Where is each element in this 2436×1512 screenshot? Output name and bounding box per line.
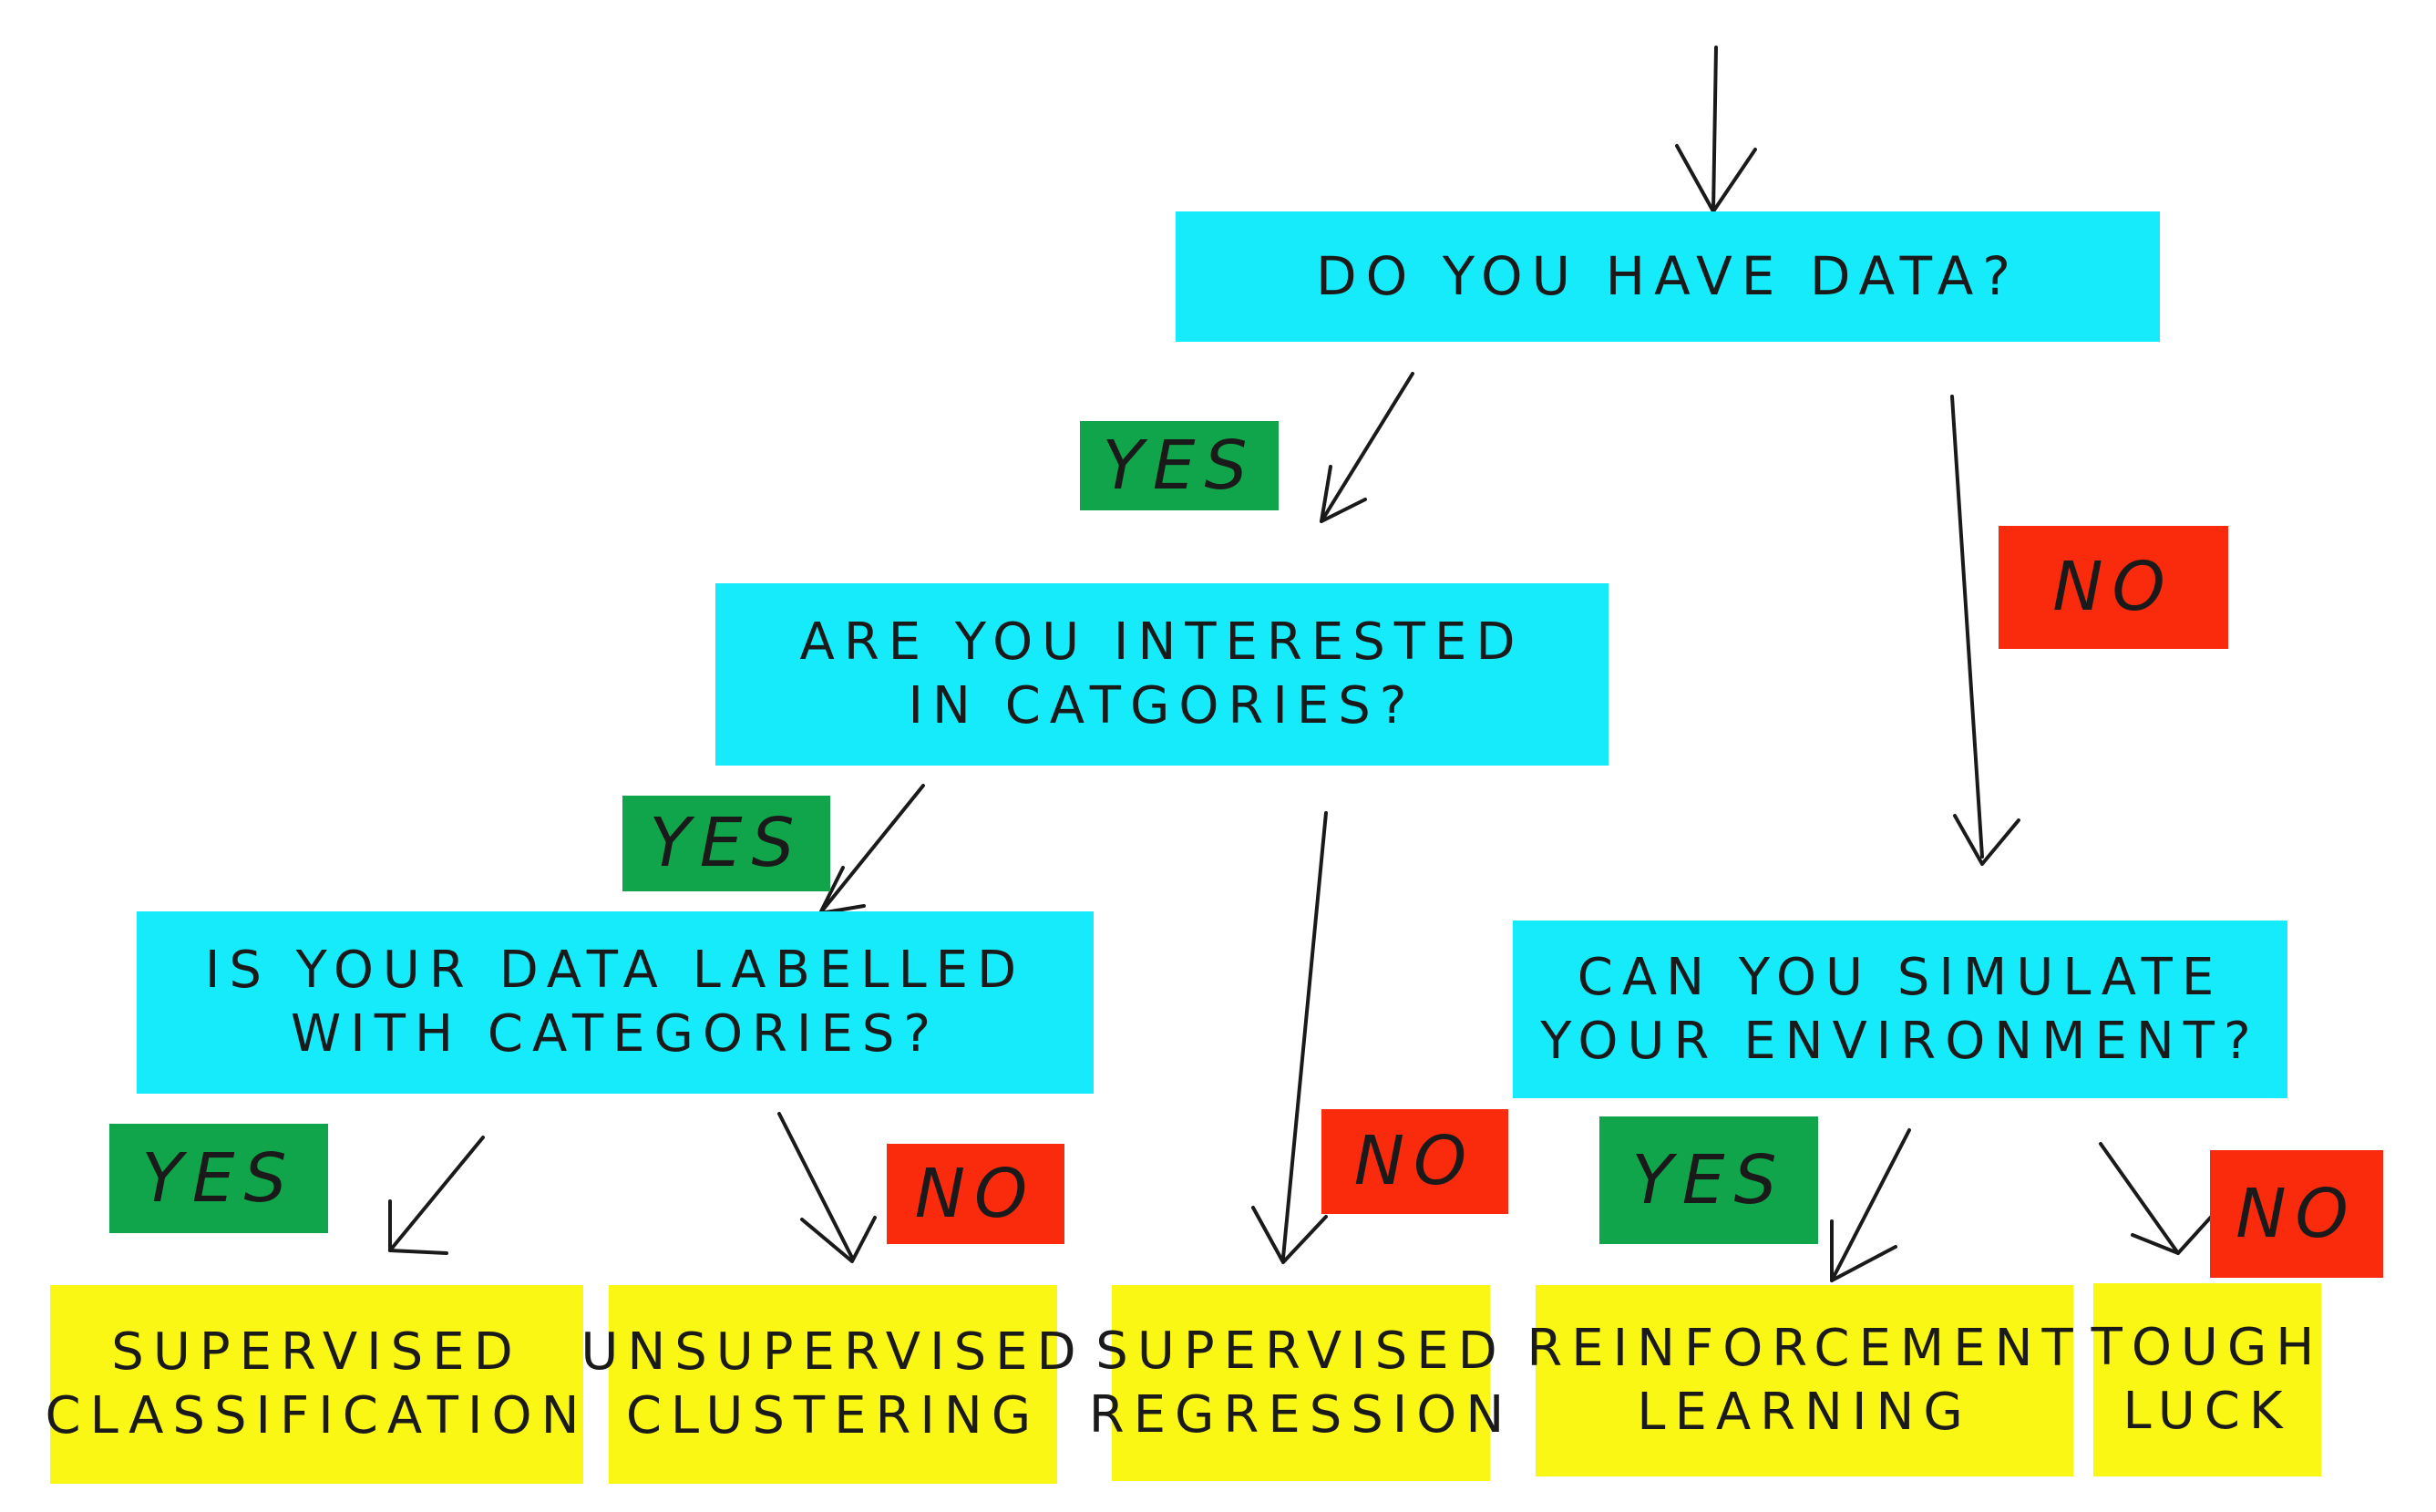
no-label: NO <box>1321 1109 1508 1214</box>
arrow-q3-yes <box>388 1136 485 1255</box>
result-unsupervised-clustering: UNSUPERVISED CLUSTERING <box>581 1285 1076 1484</box>
question-line-1: ARE YOU INTERESTED <box>799 612 1525 672</box>
no-label: NO <box>2210 1150 2383 1278</box>
result-reinforcement-learning: REINFORCEMENT LEARNING <box>1526 1285 2073 1476</box>
result-supervised-regression: SUPERVISED REGRESSION <box>1089 1285 1504 1481</box>
arrow-q1-yes <box>1320 372 1414 523</box>
yes-label: YES <box>1599 1116 1818 1244</box>
question-line-2: YOUR ENVIRONMENT? <box>1540 1011 2260 1071</box>
result-line-2: REGRESSION <box>1088 1384 1514 1445</box>
question-line-1: CAN YOU SIMULATE <box>1577 947 2224 1007</box>
arrow-q4-yes <box>1830 1128 1911 1282</box>
result-tough-luck: TOUGH LUCK <box>2091 1283 2324 1476</box>
result-line-1: SUPERVISED <box>111 1322 522 1382</box>
yes-label: YES <box>1080 421 1279 510</box>
arrow-q1-no <box>1950 395 2020 866</box>
result-line-1: UNSUPERVISED <box>581 1322 1085 1382</box>
no-label: NO <box>887 1144 1064 1244</box>
yes-label: YES <box>109 1124 328 1233</box>
arrow-q4-no <box>2099 1142 2225 1255</box>
yes-label: YES <box>622 796 830 891</box>
result-line-2: LUCK <box>2123 1382 2292 1441</box>
question-have-data-text: DO YOU HAVE DATA? <box>1315 245 2020 308</box>
result-line-1: TOUGH <box>2091 1318 2324 1377</box>
result-line-2: LEARNING <box>1637 1383 1972 1442</box>
arrow-q3-no <box>777 1112 877 1263</box>
result-line-1: REINFORCEMENT <box>1526 1319 2082 1378</box>
no-label: NO <box>1999 526 2228 649</box>
result-line-2: CLASSIFICATION <box>45 1386 589 1445</box>
question-line-1: IS YOUR DATA LABELLED <box>204 941 1026 1000</box>
result-line-1: SUPERVISED <box>1095 1321 1506 1381</box>
question-simulate-environment: CAN YOU SIMULATE YOUR ENVIRONMENT? <box>1513 921 2287 1098</box>
question-data-labelled: IS YOUR DATA LABELLED WITH CATEGORIES? <box>137 911 1094 1094</box>
entry-arrow <box>1675 46 1757 213</box>
result-supervised-classification: SUPERVISED CLASSIFICATION <box>46 1285 583 1484</box>
question-interested-in-categories: ARE YOU INTERESTED IN CATGORIES? <box>715 583 1609 766</box>
question-line-2: WITH CATEGORIES? <box>290 1004 940 1064</box>
question-line-2: IN CATGORIES? <box>908 676 1416 735</box>
result-line-2: CLUSTERING <box>625 1386 1041 1445</box>
question-have-data: DO YOU HAVE DATA? <box>1176 211 2160 342</box>
arrow-q2-no <box>1251 811 1328 1264</box>
arrow-q2-yes <box>818 784 925 915</box>
